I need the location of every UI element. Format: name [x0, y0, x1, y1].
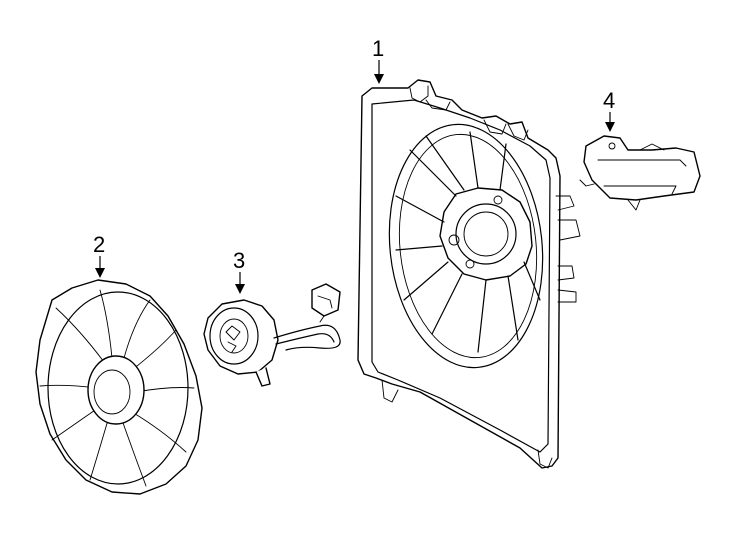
callout-2: 2 — [93, 232, 105, 278]
callout-3: 3 — [233, 248, 245, 294]
callout-4: 4 — [603, 88, 615, 132]
fan-shroud-part[interactable] — [357, 79, 581, 469]
callout-label-2: 2 — [93, 232, 105, 257]
bracket-cover-part[interactable] — [579, 135, 701, 211]
fan-blade-part[interactable] — [35, 279, 203, 495]
callout-label-1: 1 — [372, 36, 384, 61]
fan-motor-part[interactable] — [203, 283, 341, 387]
callout-1: 1 — [372, 36, 384, 84]
callout-label-3: 3 — [233, 248, 245, 273]
callout-label-4: 4 — [603, 88, 615, 113]
